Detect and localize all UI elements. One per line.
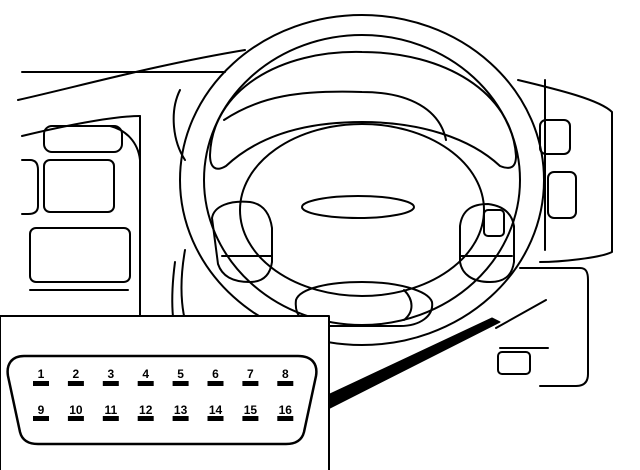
pin-label-4: 4 — [142, 367, 149, 381]
pin-label-8: 8 — [282, 367, 289, 381]
pin-label-12: 12 — [139, 403, 153, 417]
pin-10 — [67, 416, 84, 421]
pin-1 — [33, 381, 49, 386]
pin-11 — [102, 416, 119, 421]
pin-label-10: 10 — [69, 403, 83, 417]
pin-15 — [242, 416, 259, 421]
pin-label-1: 1 — [38, 367, 45, 381]
pin-label-11: 11 — [104, 403, 117, 417]
center-console-left — [21, 125, 131, 291]
pin-label-6: 6 — [212, 367, 219, 381]
pin-label-2: 2 — [73, 367, 80, 381]
pin-4 — [137, 381, 154, 386]
pin-8 — [277, 381, 294, 386]
pin-label-15: 15 — [244, 403, 258, 417]
pin-6 — [207, 381, 224, 386]
pin-13 — [172, 416, 189, 421]
steering-wheel — [171, 14, 545, 346]
pin-label-7: 7 — [247, 367, 254, 381]
pin-row-bottom: 9 10 11 12 13 14 15 16 — [33, 403, 294, 421]
pin-3 — [102, 381, 119, 386]
pin-16 — [277, 416, 294, 421]
pin-label-16: 16 — [279, 403, 293, 417]
pin-12 — [137, 416, 154, 421]
pin-label-3: 3 — [107, 367, 114, 381]
location-pointer — [329, 317, 501, 409]
pin-label-13: 13 — [174, 403, 188, 417]
pin-14 — [207, 416, 224, 421]
pin-9 — [33, 416, 49, 421]
pin-2 — [67, 381, 84, 386]
pin-7 — [242, 381, 259, 386]
pin-label-9: 9 — [38, 403, 45, 417]
right-switch-panel — [495, 119, 589, 387]
pin-label-14: 14 — [209, 403, 223, 417]
pin-label-5: 5 — [177, 367, 184, 381]
dashboard-outline — [17, 49, 613, 321]
pin-row-top: 1 2 3 4 5 6 7 8 — [33, 367, 294, 386]
pin-5 — [172, 381, 189, 386]
connector-inset-panel — [0, 315, 330, 470]
